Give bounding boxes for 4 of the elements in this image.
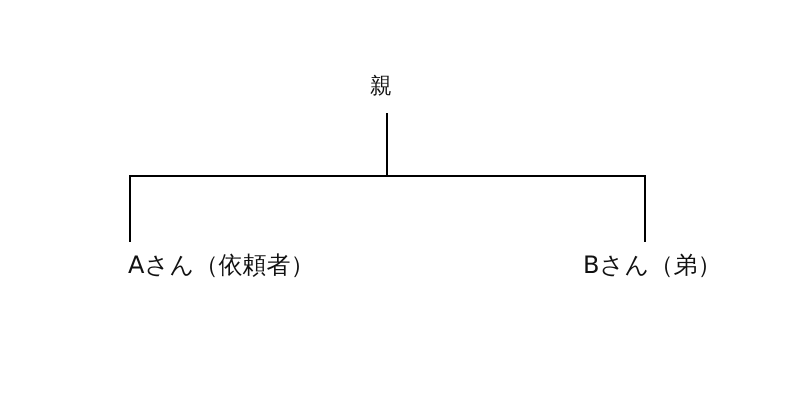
family-member-label: Bさん（弟）: [583, 252, 722, 280]
connector-line: [386, 113, 646, 242]
family-member-label: Aさん（依頼者）: [128, 252, 314, 280]
family-member-label: 親: [370, 74, 392, 100]
